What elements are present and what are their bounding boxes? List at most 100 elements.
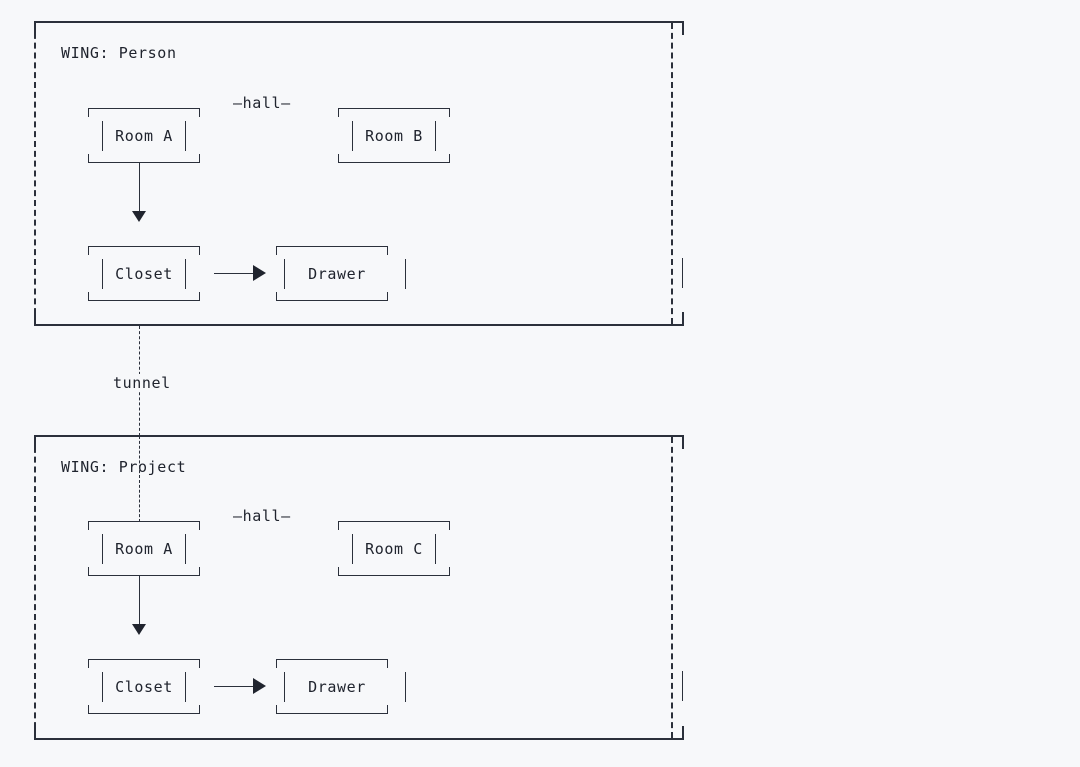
- edge-person-closet-to-drawer-arrowhead: [253, 265, 266, 281]
- room-box-right-pipe: [185, 533, 186, 564]
- room-box-corner-top-left: [88, 108, 89, 117]
- room-box-corner-top-right: [387, 659, 388, 668]
- room-box-right-pipe: [435, 120, 436, 151]
- wing-project-corner-top-right: [682, 435, 684, 449]
- room-box-corner-bottom-left: [88, 154, 89, 163]
- room-box-person-drawer[interactable]: Drawer: [272, 246, 406, 301]
- room-box-corner-bottom-right: [449, 567, 450, 576]
- room-box-left-pipe: [102, 533, 103, 564]
- room-box-corner-top-left: [88, 246, 89, 255]
- room-box-corner-bottom-right: [449, 154, 450, 163]
- room-box-top-rule: [88, 246, 200, 247]
- room-box-corner-top-right: [199, 521, 200, 530]
- wing-person-corner-top-right: [682, 21, 684, 35]
- wing-project-bottom-border: [34, 738, 684, 740]
- room-box-top-rule: [88, 108, 200, 109]
- wing-person-bottom-border: [34, 324, 684, 326]
- room-box-corner-top-right: [199, 108, 200, 117]
- room-box-left-pipe: [102, 671, 103, 702]
- edge-person-room-a-to-closet-line: [139, 163, 140, 211]
- hall-label-project: —hall—: [231, 507, 293, 525]
- room-box-corner-bottom-left: [338, 567, 339, 576]
- room-box-person-room-a[interactable]: Room A: [84, 108, 204, 163]
- hall-label-person: —hall—: [231, 94, 293, 112]
- room-box-bottom-rule: [88, 575, 200, 576]
- room-box-corner-top-right: [199, 246, 200, 255]
- room-box-corner-top-right: [449, 108, 450, 117]
- room-box-corner-bottom-left: [338, 154, 339, 163]
- edge-person-closet-to-drawer-line: [214, 273, 254, 274]
- room-label: Closet: [115, 264, 173, 283]
- wing-person-right-border-pipe-extra: [682, 258, 683, 288]
- room-box-left-pipe: [284, 258, 285, 289]
- wing-project-corner-bottom-right: [682, 726, 684, 740]
- room-box-top-rule: [276, 246, 388, 247]
- room-label: Room C: [365, 539, 423, 558]
- room-box-person-closet[interactable]: Closet: [84, 246, 204, 301]
- wing-person-corner-bottom-left: [34, 312, 36, 326]
- wing-person-top-border: [34, 21, 684, 23]
- room-box-corner-top-right: [387, 246, 388, 255]
- wing-project-corner-top-left: [34, 435, 36, 449]
- room-box-corner-top-left: [276, 246, 277, 255]
- room-box-bottom-rule: [88, 713, 200, 714]
- tunnel-label: tunnel: [111, 374, 173, 392]
- wing-project-left-border: [34, 437, 36, 738]
- room-box-project-closet[interactable]: Closet: [84, 659, 204, 714]
- wing-person-corner-top-left: [34, 21, 36, 35]
- room-box-corner-bottom-right: [199, 292, 200, 301]
- room-box-top-rule: [338, 108, 450, 109]
- room-box-left-pipe: [102, 120, 103, 151]
- room-box-corner-bottom-left: [88, 567, 89, 576]
- room-box-corner-top-left: [338, 521, 339, 530]
- edge-person-room-a-to-closet-arrowhead: [132, 211, 146, 222]
- room-label: Drawer: [308, 264, 366, 283]
- room-box-top-rule: [276, 659, 388, 660]
- room-label: Drawer: [308, 677, 366, 696]
- room-box-corner-bottom-left: [276, 292, 277, 301]
- edge-project-room-a-to-closet-line: [139, 576, 140, 624]
- wing-person-right-border: [671, 23, 673, 324]
- room-box-right-pipe: [185, 258, 186, 289]
- room-box-right-pipe: [405, 671, 406, 702]
- room-box-corner-top-left: [88, 521, 89, 530]
- wing-project-top-border: [34, 435, 684, 437]
- room-box-corner-bottom-left: [88, 705, 89, 714]
- room-label: Room B: [365, 126, 423, 145]
- room-box-top-rule: [338, 521, 450, 522]
- room-box-corner-bottom-left: [276, 705, 277, 714]
- room-box-corner-bottom-right: [199, 154, 200, 163]
- wing-person-corner-bottom-right: [682, 312, 684, 326]
- room-box-top-rule: [88, 521, 200, 522]
- room-box-corner-top-left: [88, 659, 89, 668]
- wing-person-title: WING: Person: [61, 44, 177, 62]
- room-box-left-pipe: [102, 258, 103, 289]
- room-box-corner-bottom-right: [199, 705, 200, 714]
- room-box-bottom-rule: [338, 575, 450, 576]
- room-box-corner-bottom-right: [199, 567, 200, 576]
- room-box-right-pipe: [185, 120, 186, 151]
- room-box-project-room-c[interactable]: Room C: [334, 521, 454, 576]
- room-label: Closet: [115, 677, 173, 696]
- room-box-project-drawer[interactable]: Drawer: [272, 659, 406, 714]
- room-box-project-room-a[interactable]: Room A: [84, 521, 204, 576]
- wing-project-right-border-pipe-extra: [682, 671, 683, 701]
- wing-person[interactable]: WING: Person: [34, 21, 684, 326]
- wing-project-right-border: [671, 437, 673, 738]
- room-box-corner-top-left: [276, 659, 277, 668]
- room-box-top-rule: [88, 659, 200, 660]
- edge-project-closet-to-drawer-line: [214, 686, 254, 687]
- room-box-right-pipe: [405, 258, 406, 289]
- room-box-bottom-rule: [88, 300, 200, 301]
- room-box-bottom-rule: [88, 162, 200, 163]
- room-box-person-room-b[interactable]: Room B: [334, 108, 454, 163]
- wing-project-corner-bottom-left: [34, 726, 36, 740]
- room-box-right-pipe: [435, 533, 436, 564]
- room-label: Room A: [115, 539, 173, 558]
- wing-project[interactable]: WING: Project: [34, 435, 684, 740]
- room-box-corner-bottom-right: [387, 705, 388, 714]
- room-box-left-pipe: [352, 533, 353, 564]
- wing-person-left-border: [34, 23, 36, 324]
- room-label: Room A: [115, 126, 173, 145]
